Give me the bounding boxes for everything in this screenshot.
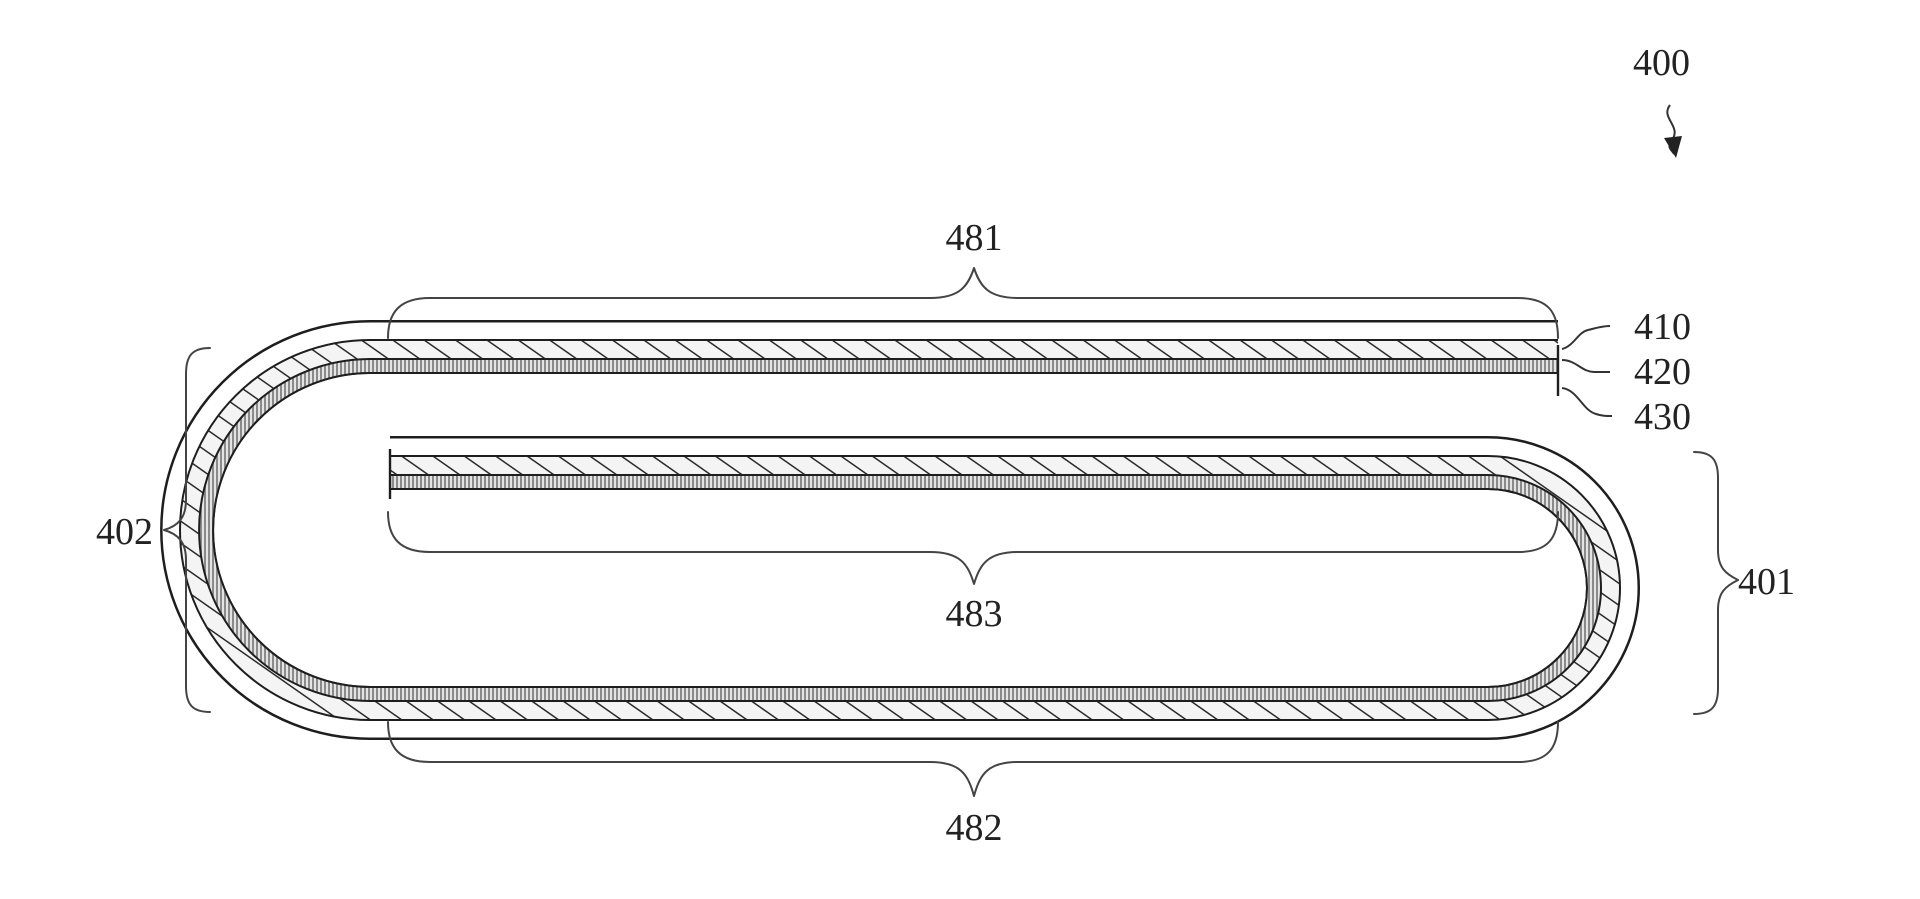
bracket-482 <box>387 721 1559 797</box>
label-401: 401 <box>1738 561 1795 603</box>
bracket-402 <box>163 347 211 713</box>
folded-stack <box>160 320 1640 740</box>
layer-420-band <box>179 339 1621 721</box>
label-430: 430 <box>1634 396 1691 438</box>
bracket-401 <box>1693 451 1739 715</box>
label-420: 420 <box>1634 351 1691 393</box>
pointer-400-arrowhead <box>1664 136 1682 158</box>
label-482: 482 <box>946 807 1003 849</box>
label-400: 400 <box>1633 42 1690 84</box>
layer-430-fill <box>200 360 1600 700</box>
leader-420 <box>1561 359 1610 373</box>
leader-410 <box>1561 325 1611 350</box>
leader-430 <box>1561 387 1613 417</box>
bracket-481 <box>387 267 1559 339</box>
label-402: 402 <box>96 511 153 553</box>
bracket-483 <box>387 511 1559 585</box>
label-481: 481 <box>946 217 1003 259</box>
label-410: 410 <box>1634 306 1691 348</box>
layer-430-band <box>198 358 1602 702</box>
layer-410-fill <box>162 322 1638 738</box>
label-483: 483 <box>946 593 1003 635</box>
layer-420-fill <box>181 341 1619 719</box>
layer-410-band <box>160 320 1640 740</box>
